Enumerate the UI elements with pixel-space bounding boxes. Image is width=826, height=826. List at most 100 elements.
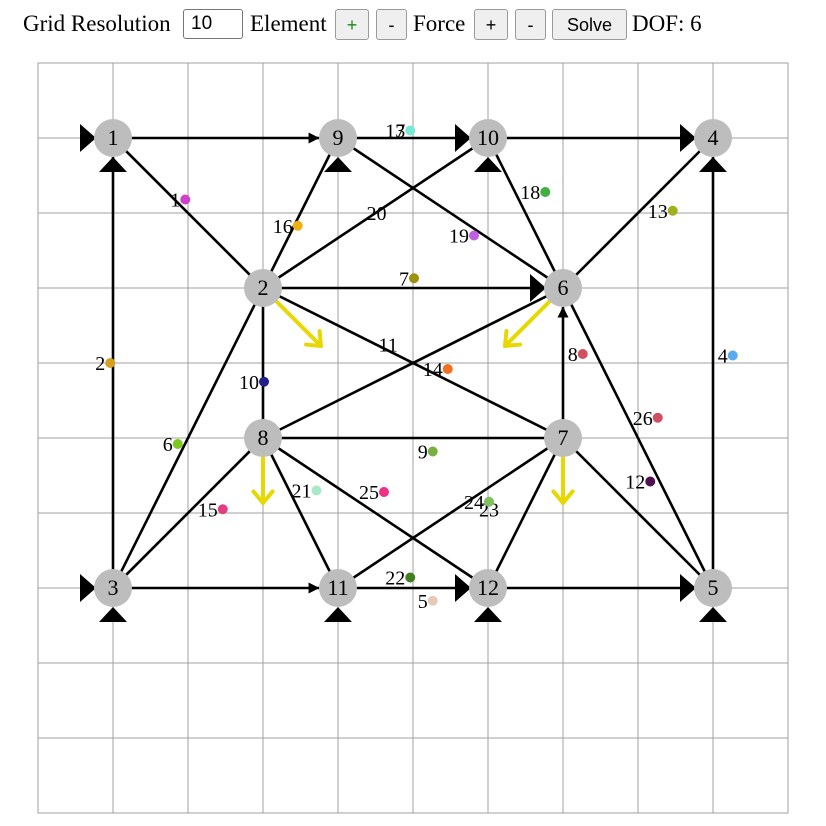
truss-node-11[interactable]: 11 xyxy=(319,569,357,607)
svg-text:1: 1 xyxy=(170,190,180,212)
horizontal-support-icon xyxy=(680,124,696,152)
node-label: 11 xyxy=(327,575,348,600)
truss-node-10[interactable]: 10 xyxy=(469,119,507,157)
element-color-dot xyxy=(311,485,322,496)
truss-node-6[interactable]: 6 xyxy=(544,269,582,307)
vertical-support-icon xyxy=(324,157,352,172)
element-label-19: 19 xyxy=(449,226,479,248)
truss-element-6-5[interactable] xyxy=(561,287,715,589)
truss-element-6-4[interactable] xyxy=(562,137,714,289)
node-label: 10 xyxy=(477,125,499,150)
truss-element-1-2[interactable] xyxy=(112,137,264,289)
svg-text:5: 5 xyxy=(418,591,428,613)
element-label-11: 11 xyxy=(378,334,397,356)
element-label-24: 24 xyxy=(464,492,494,514)
element-color-dot xyxy=(652,412,663,423)
truss-node-7[interactable]: 7 xyxy=(544,419,582,457)
svg-text:2: 2 xyxy=(95,353,105,375)
truss-element-7-12[interactable] xyxy=(486,437,565,589)
truss-element-2-10[interactable] xyxy=(262,136,489,290)
svg-text:8: 8 xyxy=(568,344,578,366)
svg-text:21: 21 xyxy=(292,481,312,503)
horizontal-support-icon xyxy=(80,574,96,602)
element-color-dot xyxy=(469,230,479,241)
element-label-1: 1 xyxy=(170,190,191,212)
vertical-support-icon xyxy=(99,607,127,622)
truss-element-10-6[interactable] xyxy=(486,137,565,289)
truss-element-8-11[interactable] xyxy=(261,437,340,589)
element-label-16: 16 xyxy=(273,216,303,238)
svg-text:19: 19 xyxy=(449,226,469,248)
horizontal-support-icon xyxy=(455,574,471,602)
grid-resolution-label: Grid Resolution xyxy=(23,11,171,36)
force-arrow-node-8[interactable] xyxy=(251,456,275,505)
svg-text:16: 16 xyxy=(273,216,293,238)
truss-element-8-3[interactable] xyxy=(112,437,264,589)
truss-node-2[interactable]: 2 xyxy=(244,269,282,307)
element-label-3: 3 xyxy=(395,121,416,143)
horizontal-support-icon xyxy=(680,574,696,602)
truss-node-9[interactable]: 9 xyxy=(319,119,357,157)
svg-text:20: 20 xyxy=(367,203,387,225)
svg-text:22: 22 xyxy=(385,568,405,590)
element-label-8: 8 xyxy=(568,344,588,366)
add-force-button[interactable]: + xyxy=(474,9,508,40)
node-label: 2 xyxy=(258,275,269,300)
svg-text:10: 10 xyxy=(239,372,259,394)
element-label-22: 22 xyxy=(385,568,416,590)
element-color-dot xyxy=(172,439,183,449)
remove-force-button[interactable]: - xyxy=(515,9,546,40)
truss-node-1[interactable]: 1 xyxy=(94,119,132,157)
truss-element-9-6[interactable] xyxy=(337,136,564,290)
truss-element-2-9[interactable] xyxy=(261,137,340,289)
remove-element-button[interactable]: - xyxy=(376,9,407,40)
truss-element-8-6[interactable] xyxy=(262,286,564,440)
element-color-dot xyxy=(540,187,551,197)
truss-node-12[interactable]: 12 xyxy=(469,569,507,607)
element-color-dot xyxy=(667,205,678,216)
grid-resolution-input[interactable] xyxy=(183,9,243,39)
element-label-2: 2 xyxy=(95,353,116,375)
solve-button[interactable]: Solve xyxy=(552,9,627,40)
truss-node-4[interactable]: 4 xyxy=(694,119,732,157)
element-label-23: 23 xyxy=(479,499,499,521)
element-color-dot xyxy=(180,194,191,205)
force-label: Force xyxy=(413,11,466,36)
element-color-dot xyxy=(405,125,416,136)
vertical-support-icon xyxy=(699,157,727,172)
truss-element-7-11[interactable] xyxy=(337,436,564,590)
truss-node-8[interactable]: 8 xyxy=(244,419,282,457)
svg-text:26: 26 xyxy=(633,408,653,430)
element-color-dot xyxy=(292,220,303,231)
svg-text:23: 23 xyxy=(479,499,499,521)
force-arrow-node-7[interactable] xyxy=(551,456,575,505)
svg-text:25: 25 xyxy=(359,482,379,504)
element-color-dot xyxy=(442,364,453,374)
element-color-dot xyxy=(427,595,438,606)
truss-element-7-5[interactable] xyxy=(562,437,714,589)
truss-element-8-12[interactable] xyxy=(262,436,489,590)
node-label: 5 xyxy=(708,575,719,600)
force-arrow-node-2[interactable] xyxy=(275,300,323,348)
truss-element-2-3[interactable] xyxy=(111,287,265,589)
element-color-dot xyxy=(379,487,389,497)
element-label-18: 18 xyxy=(520,182,551,204)
svg-text:12: 12 xyxy=(625,472,645,494)
svg-text:3: 3 xyxy=(395,121,405,143)
element-color-dot xyxy=(577,349,588,359)
vertical-support-icon xyxy=(99,157,127,172)
horizontal-support-icon xyxy=(455,124,471,152)
element-label: Element xyxy=(250,11,327,36)
element-color-dot xyxy=(409,273,419,284)
add-element-button[interactable]: + xyxy=(335,9,369,40)
svg-text:6: 6 xyxy=(163,434,173,456)
truss-node-3[interactable]: 3 xyxy=(94,569,132,607)
truss-node-5[interactable]: 5 xyxy=(694,569,732,607)
horizontal-support-icon xyxy=(80,124,96,152)
node-label: 6 xyxy=(558,275,569,300)
element-color-dot xyxy=(105,358,116,368)
element-label-4: 4 xyxy=(718,346,738,368)
force-arrow-node-6[interactable] xyxy=(503,300,551,348)
svg-text:11: 11 xyxy=(378,334,397,356)
